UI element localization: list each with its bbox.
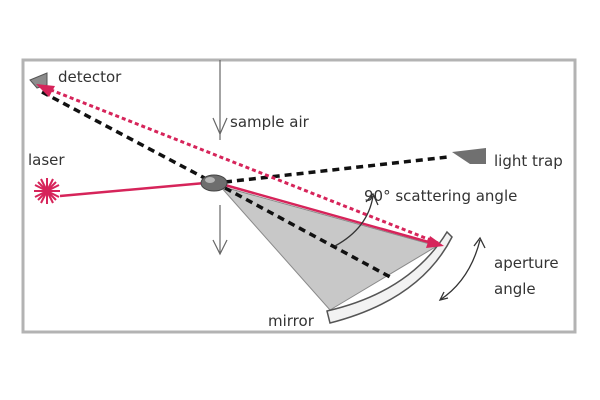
scattering-angle-arrow <box>365 192 379 206</box>
mirror-arrow-head <box>426 236 444 248</box>
light-trap-label: light trap <box>494 152 563 170</box>
detector-arrow-head <box>36 84 55 97</box>
sample-air-arrow-head-lower <box>212 239 228 256</box>
laser-label: laser <box>28 151 65 169</box>
diagram-frame <box>21 58 577 334</box>
path-sample-to-mirror <box>224 186 393 280</box>
mirror-label: mirror <box>268 312 315 330</box>
sample-air-label: sample air <box>230 113 310 131</box>
light-trap <box>452 148 486 164</box>
aperture-arrow-bottom <box>438 291 449 301</box>
sample-air-arrow-head <box>212 117 228 136</box>
scattering-angle-arc <box>334 195 374 247</box>
path-sample-to-light-trap <box>224 155 449 184</box>
path-mirror-to-detector <box>45 86 439 245</box>
aperture-angle-arc <box>439 239 481 301</box>
laser-beam <box>59 181 206 198</box>
laser-icon <box>34 178 60 204</box>
aperture-label: aperture <box>494 254 559 272</box>
detector-label: detector <box>58 68 122 86</box>
sample-particle-highlight <box>205 177 215 183</box>
mirror <box>326 230 453 324</box>
sample-particle <box>200 174 228 192</box>
angle-label: angle <box>494 280 536 298</box>
scattered-beam <box>224 183 433 245</box>
detector <box>29 72 48 89</box>
scattering-angle-label: 90° scattering angle <box>364 187 517 205</box>
scattering-cone <box>218 185 439 311</box>
aperture-arrow-top <box>473 236 486 249</box>
path-detector-to-sample <box>41 90 213 184</box>
